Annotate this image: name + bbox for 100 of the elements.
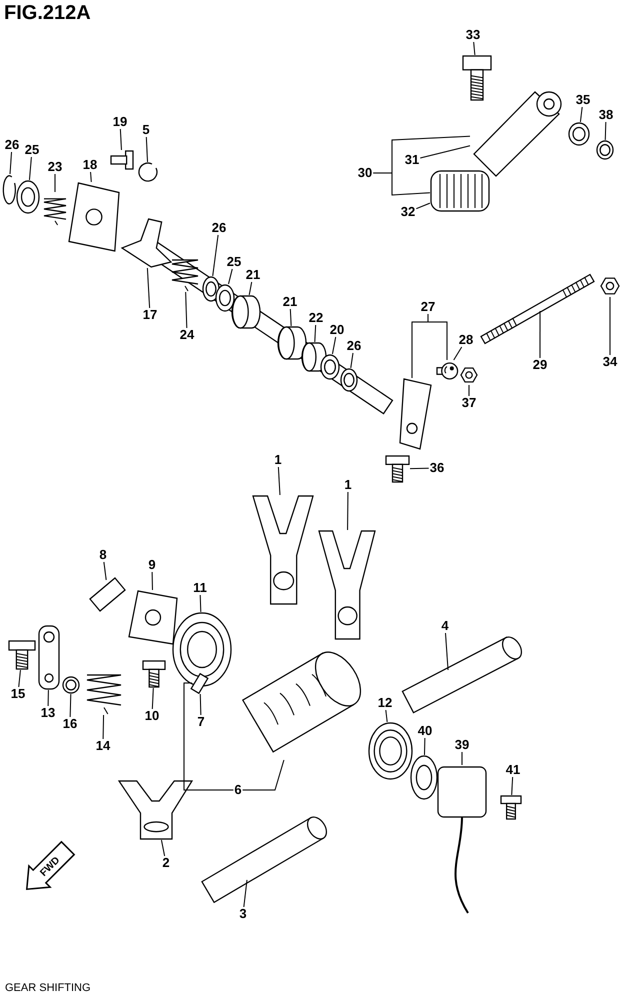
figure-caption: GEAR SHIFTING bbox=[5, 982, 91, 994]
callout-number: 35 bbox=[574, 93, 592, 107]
bolt-drawing bbox=[500, 795, 522, 820]
leader-line bbox=[103, 562, 107, 580]
callout-number: 15 bbox=[10, 687, 26, 701]
callout-number: 3 bbox=[238, 907, 248, 921]
callout-number: 24 bbox=[178, 328, 196, 342]
leader-line bbox=[184, 682, 234, 790]
leader-line bbox=[511, 776, 514, 796]
shift-fork-drawing bbox=[252, 495, 314, 605]
callout-number: 26 bbox=[346, 339, 362, 353]
callout-number: 5 bbox=[141, 123, 151, 137]
callout-number: 25 bbox=[226, 255, 242, 269]
leader-line bbox=[28, 156, 32, 180]
leader-line bbox=[200, 594, 202, 612]
leader-line bbox=[243, 879, 248, 908]
leader-line bbox=[152, 572, 153, 590]
callout-number: 18 bbox=[82, 158, 98, 172]
callout-number: 27 bbox=[420, 300, 436, 314]
leader-line bbox=[350, 352, 354, 368]
callout-number: 13 bbox=[40, 706, 56, 720]
leader-line bbox=[228, 268, 233, 284]
ball-joint-drawing bbox=[436, 360, 458, 382]
leader-line bbox=[70, 694, 72, 718]
leader-line bbox=[146, 136, 148, 162]
leader-line bbox=[102, 714, 104, 740]
bolt-drawing bbox=[462, 55, 492, 101]
callout-number: 21 bbox=[282, 295, 298, 309]
callout-number: 38 bbox=[598, 108, 614, 122]
callout-number: 7 bbox=[196, 715, 206, 729]
callout-number: 4 bbox=[440, 619, 450, 633]
callout-number: 36 bbox=[428, 461, 446, 475]
washer-drawing bbox=[340, 368, 358, 392]
leader-line bbox=[48, 690, 49, 706]
callout-number: 37 bbox=[460, 396, 478, 410]
washer-drawing bbox=[410, 755, 438, 800]
callout-number: 31 bbox=[404, 153, 420, 167]
callout-number: 26 bbox=[4, 138, 20, 152]
leader-line bbox=[410, 468, 430, 470]
pin-drawing bbox=[192, 672, 208, 694]
callout-number: 26 bbox=[210, 221, 228, 235]
callout-number: 1 bbox=[273, 453, 283, 467]
leader-line bbox=[444, 632, 449, 670]
callout-number: 8 bbox=[98, 548, 108, 562]
leader-line bbox=[290, 308, 292, 326]
callout-number: 34 bbox=[602, 355, 618, 369]
leader-line bbox=[242, 760, 284, 790]
shift-fork-drawing bbox=[318, 530, 376, 640]
callout-number: 29 bbox=[532, 358, 548, 372]
callout-number: 1 bbox=[343, 478, 353, 492]
leader-line bbox=[420, 145, 470, 158]
leader-line bbox=[332, 336, 336, 354]
link-rod-drawing bbox=[480, 275, 595, 343]
leader-line bbox=[200, 694, 202, 716]
leader-line bbox=[90, 172, 92, 182]
callout-number: 23 bbox=[46, 160, 64, 174]
leader-line bbox=[604, 122, 606, 140]
bolt-drawing bbox=[142, 660, 166, 688]
leader-line bbox=[540, 310, 541, 358]
leader-line bbox=[372, 172, 430, 196]
washer-drawing bbox=[62, 676, 80, 694]
leader-line bbox=[385, 710, 388, 722]
plate-drawing bbox=[128, 590, 178, 645]
callout-number: 40 bbox=[416, 724, 434, 738]
circlip-drawing bbox=[138, 162, 158, 182]
washer-drawing bbox=[215, 284, 235, 312]
bolt-drawing bbox=[8, 640, 36, 670]
leader-line bbox=[212, 234, 219, 276]
callout-number: 20 bbox=[328, 323, 346, 337]
leader-line bbox=[424, 738, 426, 756]
nut-drawing bbox=[460, 365, 478, 385]
circlip-drawing bbox=[2, 174, 16, 204]
leader-line bbox=[120, 128, 122, 150]
shaft-arm-drawing bbox=[120, 218, 172, 268]
leader-line bbox=[580, 106, 583, 122]
leader-line bbox=[10, 152, 12, 174]
leader-line bbox=[18, 670, 21, 688]
leader-line bbox=[160, 840, 166, 856]
washer-drawing bbox=[596, 140, 614, 160]
footpeg-drawing bbox=[430, 170, 490, 212]
callout-number: 12 bbox=[376, 696, 394, 710]
figure-title: FIG.212A bbox=[4, 2, 91, 25]
leader-line bbox=[146, 268, 150, 308]
bearing-drawing bbox=[368, 722, 413, 780]
leader-line bbox=[185, 292, 188, 328]
nut-drawing bbox=[600, 275, 620, 297]
callout-number: 30 bbox=[356, 166, 374, 180]
callout-number: 11 bbox=[192, 581, 208, 595]
callout-number: 41 bbox=[504, 763, 522, 777]
callout-number: 9 bbox=[147, 558, 157, 572]
callout-number: 2 bbox=[161, 856, 171, 870]
callout-number: 22 bbox=[308, 311, 324, 325]
callout-number: 25 bbox=[24, 143, 40, 157]
leader-line bbox=[152, 688, 154, 710]
callout-number: 14 bbox=[94, 739, 112, 753]
leader-line bbox=[468, 384, 470, 396]
leader-line bbox=[453, 346, 462, 360]
bolt-drawing bbox=[110, 150, 134, 170]
leader-line bbox=[54, 174, 56, 192]
callout-number: 17 bbox=[142, 308, 158, 322]
